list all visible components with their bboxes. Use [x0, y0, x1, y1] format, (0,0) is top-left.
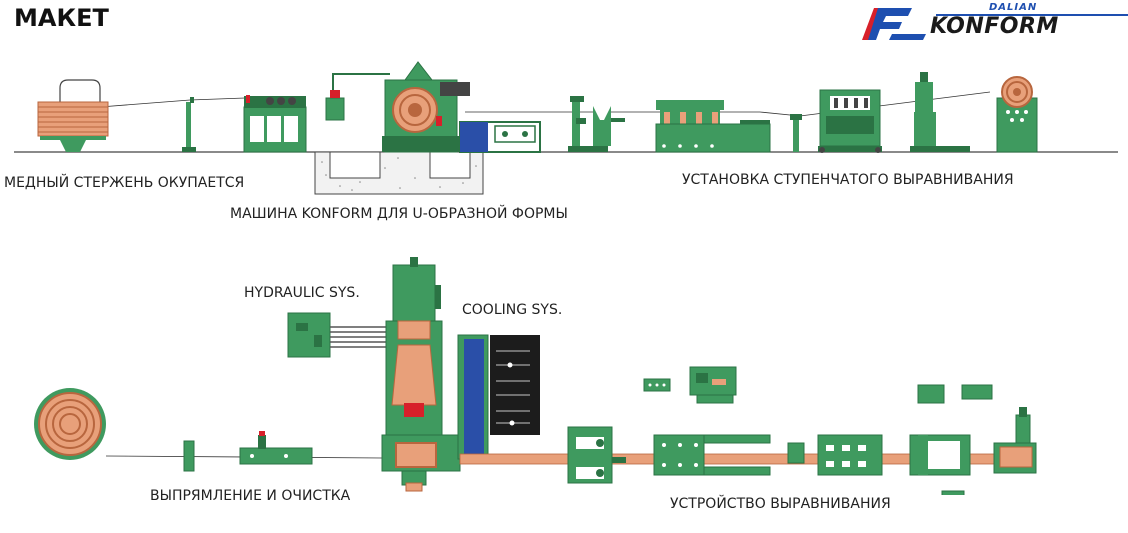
cooling-system [457, 334, 540, 460]
bottom-traction-unit [567, 426, 626, 484]
logo-mark-icon [862, 8, 926, 40]
top-cleaning-unit [243, 95, 307, 153]
top-cooling-trough [459, 121, 541, 153]
rod-payoff-coil [37, 79, 109, 152]
top-production-line [14, 61, 1118, 195]
bottom-straightener-cleaner [183, 431, 313, 472]
top-profile-wire [465, 91, 991, 117]
label-konform-machine: МАШИНА KONFORM ДЛЯ U-ОБРАЗНОЙ ФОРМЫ [230, 206, 568, 222]
konform-machine-top [382, 61, 470, 153]
bottom-payoff-coil [34, 388, 106, 460]
top-rod-wire [99, 97, 246, 108]
bottom-upper-box-2 [961, 384, 993, 400]
logo-brand-text: KONFORM [930, 14, 1059, 39]
bottom-straightening-device [653, 434, 971, 476]
konform-main-press [381, 257, 461, 492]
top-small-stand [790, 114, 802, 152]
label-straightener: УСТРОЙСТВО ВЫРАВНИВАНИЯ [670, 496, 891, 512]
top-takeup-coil [996, 76, 1038, 153]
top-cutter-unit [910, 72, 970, 152]
step-straightening-unit [655, 100, 771, 153]
control-box-2 [689, 366, 737, 404]
bottom-upper-box-1 [917, 384, 945, 404]
konform-foundation-pit [314, 151, 484, 195]
label-cooling: COOLING SYS. [462, 302, 563, 318]
label-rod-payoff: МЕДНЫЙ СТЕРЖЕНЬ ОКУПАЕТСЯ [4, 175, 245, 191]
konform-control-panel [325, 73, 390, 121]
label-step-straightening: УСТАНОВКА СТУПЕНЧАТОГО ВЫРАВНИВАНИЯ [682, 172, 1014, 188]
bottom-production-line [34, 257, 1037, 495]
wire-guide-stand [182, 97, 196, 152]
page-title: МАКЕТ [14, 4, 109, 32]
hydraulic-system [287, 312, 386, 358]
top-traction-unit [818, 89, 882, 153]
label-straight-clean: ВЫПРЯМЛЕНИЕ И ОЧИСТКА [150, 488, 351, 504]
label-hydraulic: HYDRAULIC SYS. [244, 285, 360, 301]
konform-logo [862, 8, 1128, 40]
bottom-control-box-3 [941, 490, 965, 495]
top-tensioner [568, 96, 625, 152]
logo-sub-text: DALIAN [989, 2, 1038, 13]
bottom-cutter [993, 407, 1037, 474]
